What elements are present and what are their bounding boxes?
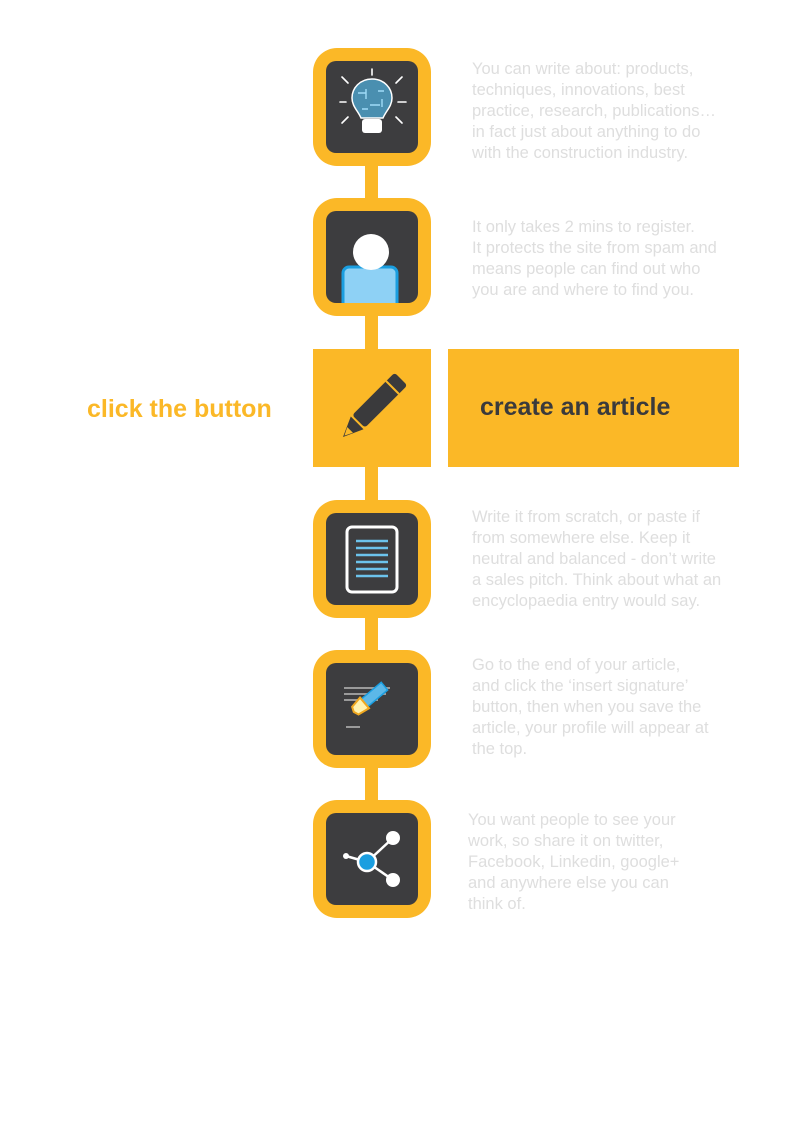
text-line: in fact just about anything to do (472, 123, 701, 141)
create-article-label: create an article (480, 393, 671, 421)
text-line: with the construction industry. (472, 144, 689, 162)
text-line: and click the ‘insert signature’ (472, 677, 689, 695)
user-icon (341, 234, 399, 303)
text-line: from somewhere else. Keep it (472, 529, 691, 547)
step-3-tile (313, 500, 431, 618)
pencil-icon (343, 373, 407, 437)
text-line: Go to the end of your article, (472, 656, 681, 674)
step-1-description: You can write about: products, technique… (472, 59, 716, 164)
step-5-tile (313, 800, 431, 918)
text-line: means people can find out who (472, 260, 701, 278)
share-icon (343, 831, 400, 887)
text-line: think of. (468, 895, 526, 913)
text-line: work, so share it on twitter, (468, 832, 664, 850)
text-line: You can write about: products, (472, 60, 694, 78)
click-the-button-hint: click the button (87, 395, 272, 423)
text-line: Facebook, Linkedin, google+ (468, 853, 680, 871)
text-line: It protects the site from spam and (472, 239, 717, 257)
document-icon (345, 525, 399, 594)
pencil-tile[interactable] (313, 349, 431, 467)
text-line: the top. (472, 740, 528, 758)
text-line: you are and where to find you. (472, 281, 694, 299)
step-4-tile (313, 650, 431, 768)
lightbulb-icon (339, 68, 407, 133)
step-5-description: You want people to see your work, so sha… (468, 810, 679, 915)
create-article-button[interactable]: create an article (448, 349, 739, 467)
text-line: It only takes 2 mins to register. (472, 218, 695, 236)
text-line: techniques, innovations, best (472, 81, 685, 99)
text-line: article, your profile will appear at (472, 719, 709, 737)
text-line: button, then when you save the (472, 698, 702, 716)
text-line: Write it from scratch, or paste if (472, 508, 701, 526)
text-line: and anywhere else you can (468, 874, 669, 892)
step-3-description: Write it from scratch, or paste if from … (472, 507, 721, 612)
step-1-tile (313, 48, 431, 166)
text-line: neutral and balanced - don’t write (472, 550, 716, 568)
signature-pen-icon (344, 681, 390, 728)
text-line: a sales pitch. Think about what an (472, 571, 722, 589)
text-line: You want people to see your (468, 811, 676, 829)
step-2-description: It only takes 2 mins to register. It pro… (472, 217, 717, 301)
text-line: practice, research, publications… (472, 102, 716, 120)
text-line: encyclopaedia entry would say. (472, 592, 701, 610)
step-2-tile (313, 198, 431, 316)
step-4-description: Go to the end of your article, and click… (472, 655, 709, 760)
